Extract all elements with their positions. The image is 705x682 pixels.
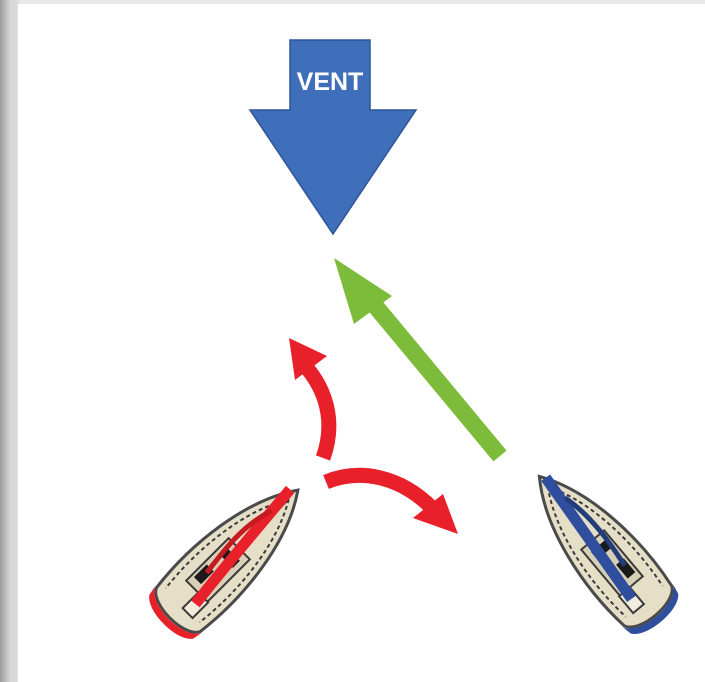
green-course-arrow [334, 258, 500, 456]
red-tack-arrow [289, 338, 329, 458]
wind-label: VENT [297, 68, 364, 96]
red-sailboat [140, 467, 321, 648]
red-bearaway-arrow [326, 475, 458, 534]
blue-sailboat [514, 455, 687, 643]
wind-arrow: VENT [250, 40, 416, 234]
